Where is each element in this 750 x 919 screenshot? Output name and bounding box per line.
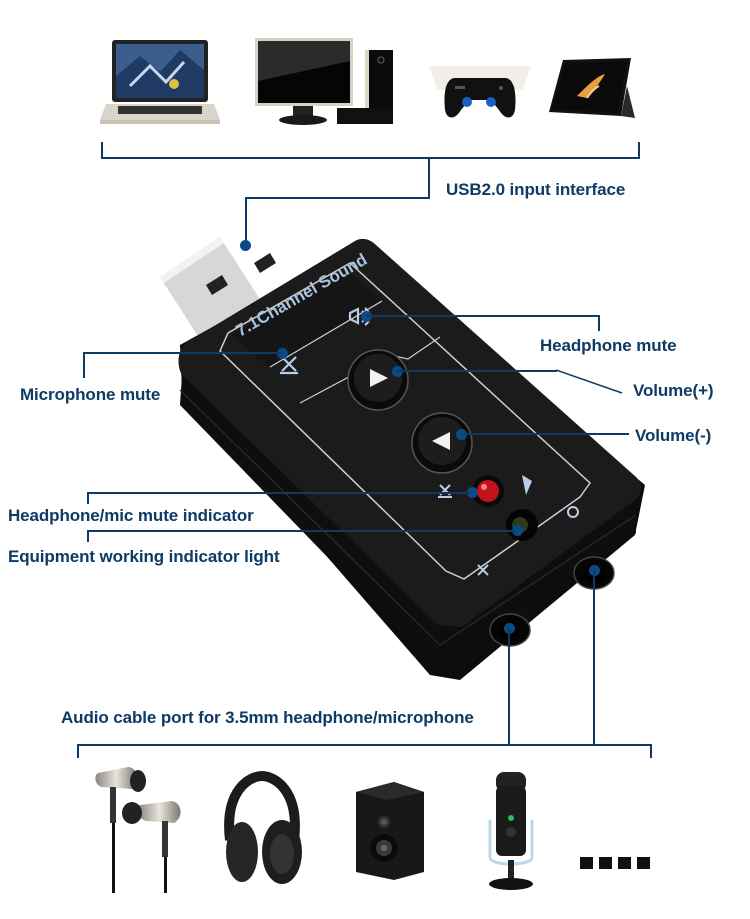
volume-up-line [397,370,557,372]
headphone-mute-label: Headphone mute [540,336,677,355]
mic-mute-label: Microphone mute [20,385,161,404]
usb-connector-line-h [245,197,429,199]
mic-mute-line [83,352,281,354]
usb-connector-line-v [245,197,247,243]
audio-port-right-dot [589,565,600,576]
tablet-icon [547,56,637,124]
headphone-mute-line [366,315,599,317]
ellipsis-squares-icon [580,857,650,869]
usb-label: USB2.0 input interface [446,180,626,199]
microphone-icon [482,770,542,895]
headphones-icon [220,770,304,890]
speaker-icon [354,780,426,882]
volume-down-line [461,433,629,435]
mute-indicator-line [87,492,471,494]
bracket-left-tick [101,142,103,159]
game-console-icon [425,60,535,122]
bracket-right-tick [638,142,640,159]
usb-pointer-dot [240,240,251,251]
mute-indicator-dot [467,487,478,498]
bottom-bracket-right-tick [650,744,652,758]
mic-mute-line-v [83,352,85,378]
working-light-line [87,530,515,532]
working-light-line-v [87,530,89,542]
usb-sound-card: 7.1Channel Sound [150,215,650,685]
earphones-icon [92,765,192,895]
working-light-label: Equipment working indicator light [8,547,280,566]
volume-down-label: Volume(-) [635,426,712,445]
mute-indicator-label: Headphone/mic mute indicator [8,506,254,525]
volume-down-dot [456,429,467,440]
bottom-bracket-left-tick [77,744,79,758]
audio-port-left-line [508,628,510,745]
bracket-top-line [101,157,639,159]
volume-up-dot [392,366,403,377]
mic-mute-dot [277,348,288,359]
bottom-bracket-line [77,744,651,746]
headphone-mute-line-v [598,315,600,331]
headphone-mute-dot [361,311,372,322]
desktop-computer-icon [253,36,398,128]
laptop-icon [100,36,220,128]
working-light-dot [512,525,523,536]
audio-port-label: Audio cable port for 3.5mm headphone/mic… [61,708,474,727]
audio-port-right-line [593,570,595,745]
volume-up-line-diag [556,369,623,394]
mute-indicator-line-v [87,492,89,504]
audio-port-left-dot [504,623,515,634]
usb-connector-line [428,157,430,199]
volume-up-label: Volume(+) [633,381,714,400]
